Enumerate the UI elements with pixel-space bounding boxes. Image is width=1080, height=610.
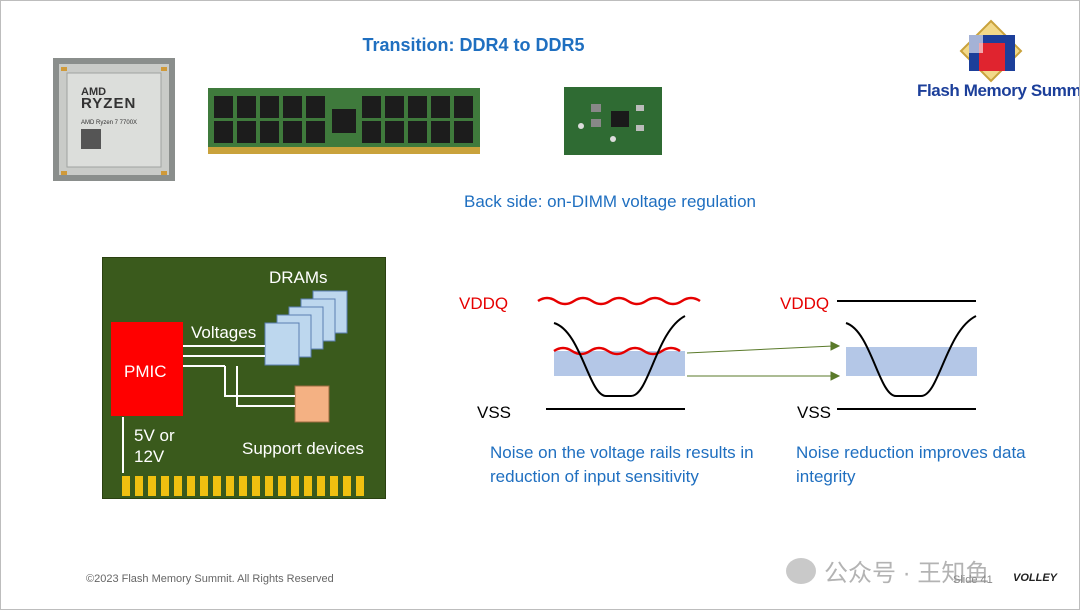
vddq-label-left: VDDQ (459, 294, 509, 313)
wechat-icon (786, 557, 816, 584)
cpu-model: AMD Ryzen 7 7700X (81, 120, 138, 126)
cpu-series: RYZEN (81, 95, 137, 112)
drams-label: DRAMs (269, 268, 328, 287)
clean-threshold-band (846, 347, 977, 376)
right-eye-curve (845, 315, 977, 397)
vss-label-right: VSS (797, 403, 832, 422)
vddq-label-right: VDDQ (780, 294, 830, 313)
pmic-block (111, 322, 183, 416)
noisy-threshold-band (554, 351, 685, 376)
slide-number: Slide 41 (953, 574, 993, 586)
support-devices-label: Support devices (242, 439, 364, 458)
noise-reduction-note: Noise reduction improves data integrity (796, 443, 1026, 486)
slide-title: Transition: DDR4 to DDR5 (362, 35, 585, 55)
input-voltage-label: 5V or 12V (134, 426, 175, 466)
cpu-brand: AMD (81, 86, 107, 98)
noisy-vddq-rail (537, 296, 701, 306)
vss-label-left: VSS (477, 403, 512, 422)
voltages-label: Voltages (191, 323, 257, 342)
noisy-band-edge (553, 346, 681, 356)
noise-effect-note: Noise on the voltage rails results in re… (490, 443, 754, 486)
watermark: 公众号 · 王知鱼 (786, 553, 989, 588)
left-eye-curve (553, 315, 686, 397)
back-side-caption: Back side: on-DIMM voltage regulation (464, 192, 756, 211)
brand-mark: VOLLEY (1013, 572, 1058, 584)
copyright-footer: ©2023 Flash Memory Summit. All Rights Re… (86, 573, 334, 585)
watermark-text: 公众号 · 王知鱼 (824, 560, 990, 587)
fms-logo-text: Flash Memory Summit (917, 81, 1080, 100)
pmic-label: PMIC (124, 362, 167, 381)
